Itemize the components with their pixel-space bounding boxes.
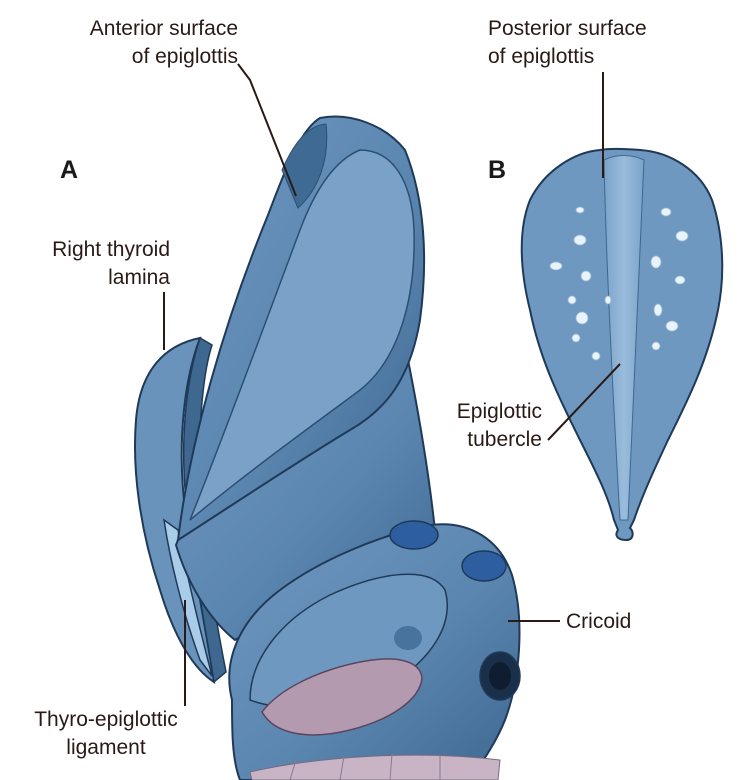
label-epiglottic-tubercle: Epiglottic: [457, 400, 542, 423]
label-right-thyroid-lamina: Right thyroid: [52, 238, 170, 261]
label-right-thyroid-lamina: lamina: [108, 266, 170, 289]
label-thyro-epiglottic-ligament: ligament: [66, 736, 146, 759]
figure-b-epiglottis: [520, 147, 724, 542]
label-cricoid: Cricoid: [566, 610, 631, 633]
arytenoid-facet: [461, 550, 507, 582]
label-anterior-surface: Anterior surface: [90, 17, 238, 40]
label-posterior-surface: Posterior surface: [488, 17, 647, 40]
right-thyroid-lamina: [134, 336, 216, 685]
cricoid-lumen: [261, 658, 423, 736]
leader-tubercle: [547, 363, 621, 441]
panel-label-a: A: [60, 156, 78, 184]
arytenoid-facet: [389, 520, 439, 550]
label-epiglottic-tubercle: tubercle: [467, 428, 542, 451]
label-posterior-surface: of epiglottis: [488, 45, 594, 68]
leader-anterior: [237, 63, 297, 197]
figure-a-larynx: [134, 115, 521, 780]
gland-pits: [549, 206, 689, 361]
label-thyro-epiglottic-ligament: Thyro-epiglottic: [34, 708, 178, 731]
panel-label-b: B: [488, 156, 506, 184]
label-anterior-surface: of epiglottis: [132, 45, 238, 68]
